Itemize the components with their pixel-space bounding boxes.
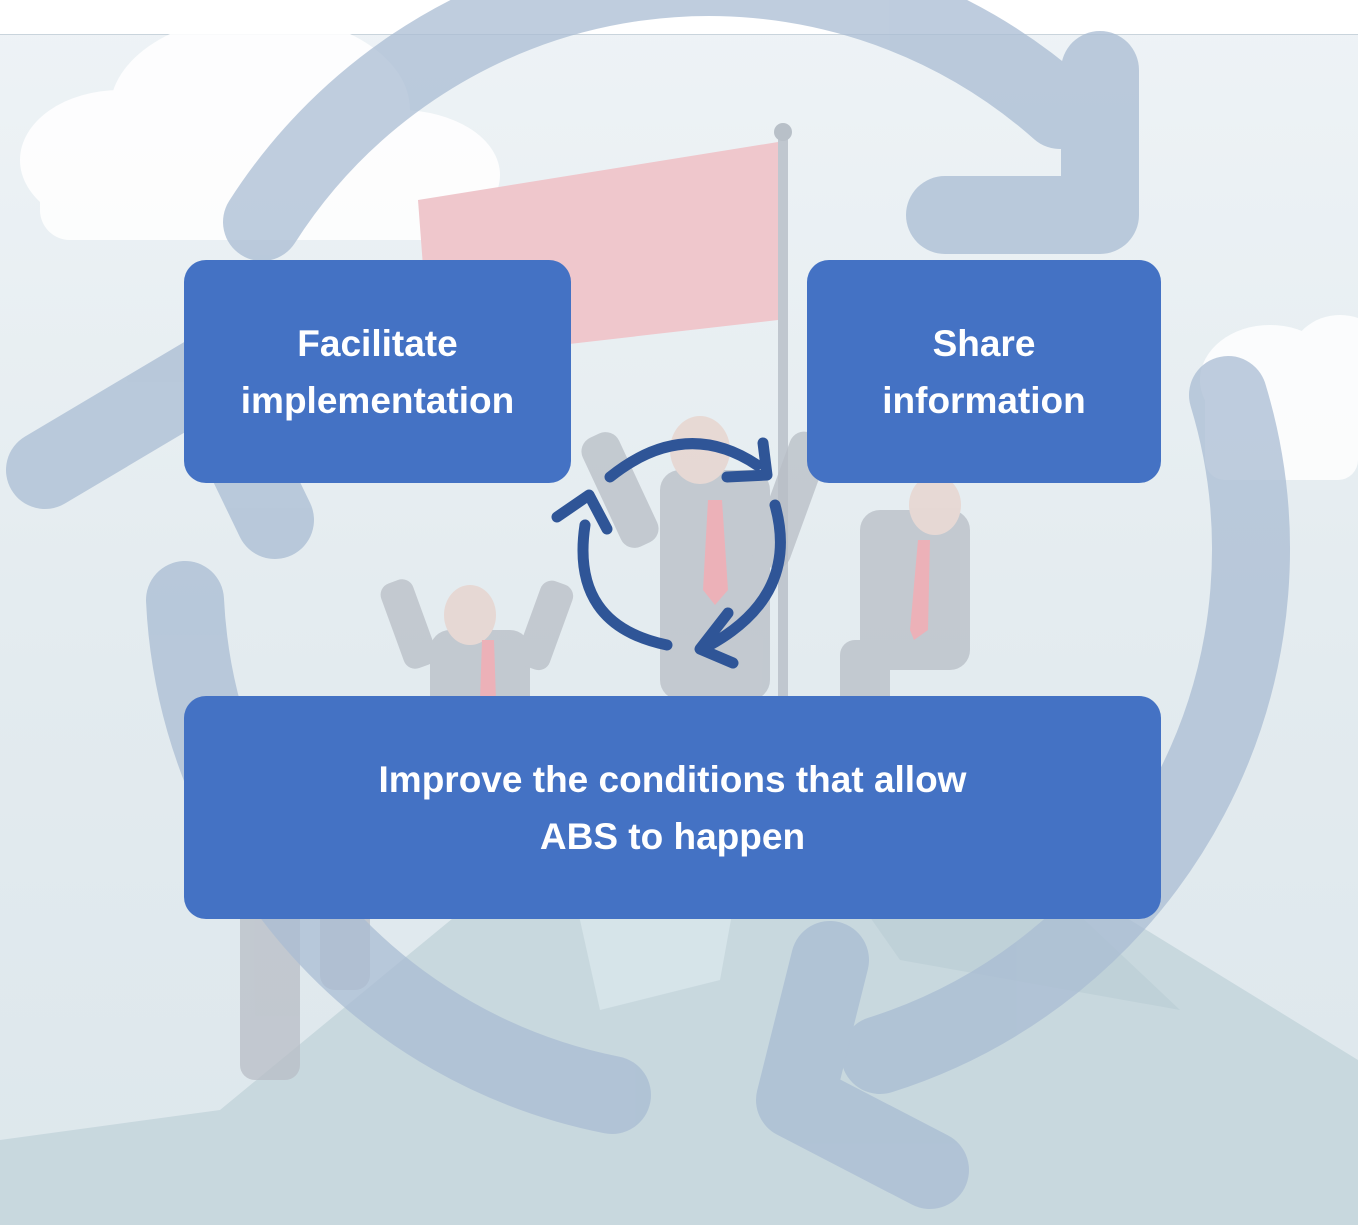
share-line-2: information bbox=[882, 379, 1086, 421]
facilitate-line-1: Facilitate bbox=[297, 322, 458, 364]
improve-conditions-box: Improve the conditions that allow ABS to… bbox=[184, 696, 1161, 919]
small-cycle-arrows-icon bbox=[551, 437, 786, 669]
share-information-box: Share information bbox=[807, 260, 1161, 483]
businessmen-illustration bbox=[240, 416, 970, 1080]
improve-line-2: ABS to happen bbox=[539, 815, 806, 857]
facilitate-implementation-box: Facilitate implementation bbox=[184, 260, 571, 483]
facilitate-line-2: implementation bbox=[240, 379, 515, 421]
improve-line-1: Improve the conditions that allow bbox=[378, 758, 967, 800]
share-line-1: Share bbox=[932, 322, 1036, 364]
